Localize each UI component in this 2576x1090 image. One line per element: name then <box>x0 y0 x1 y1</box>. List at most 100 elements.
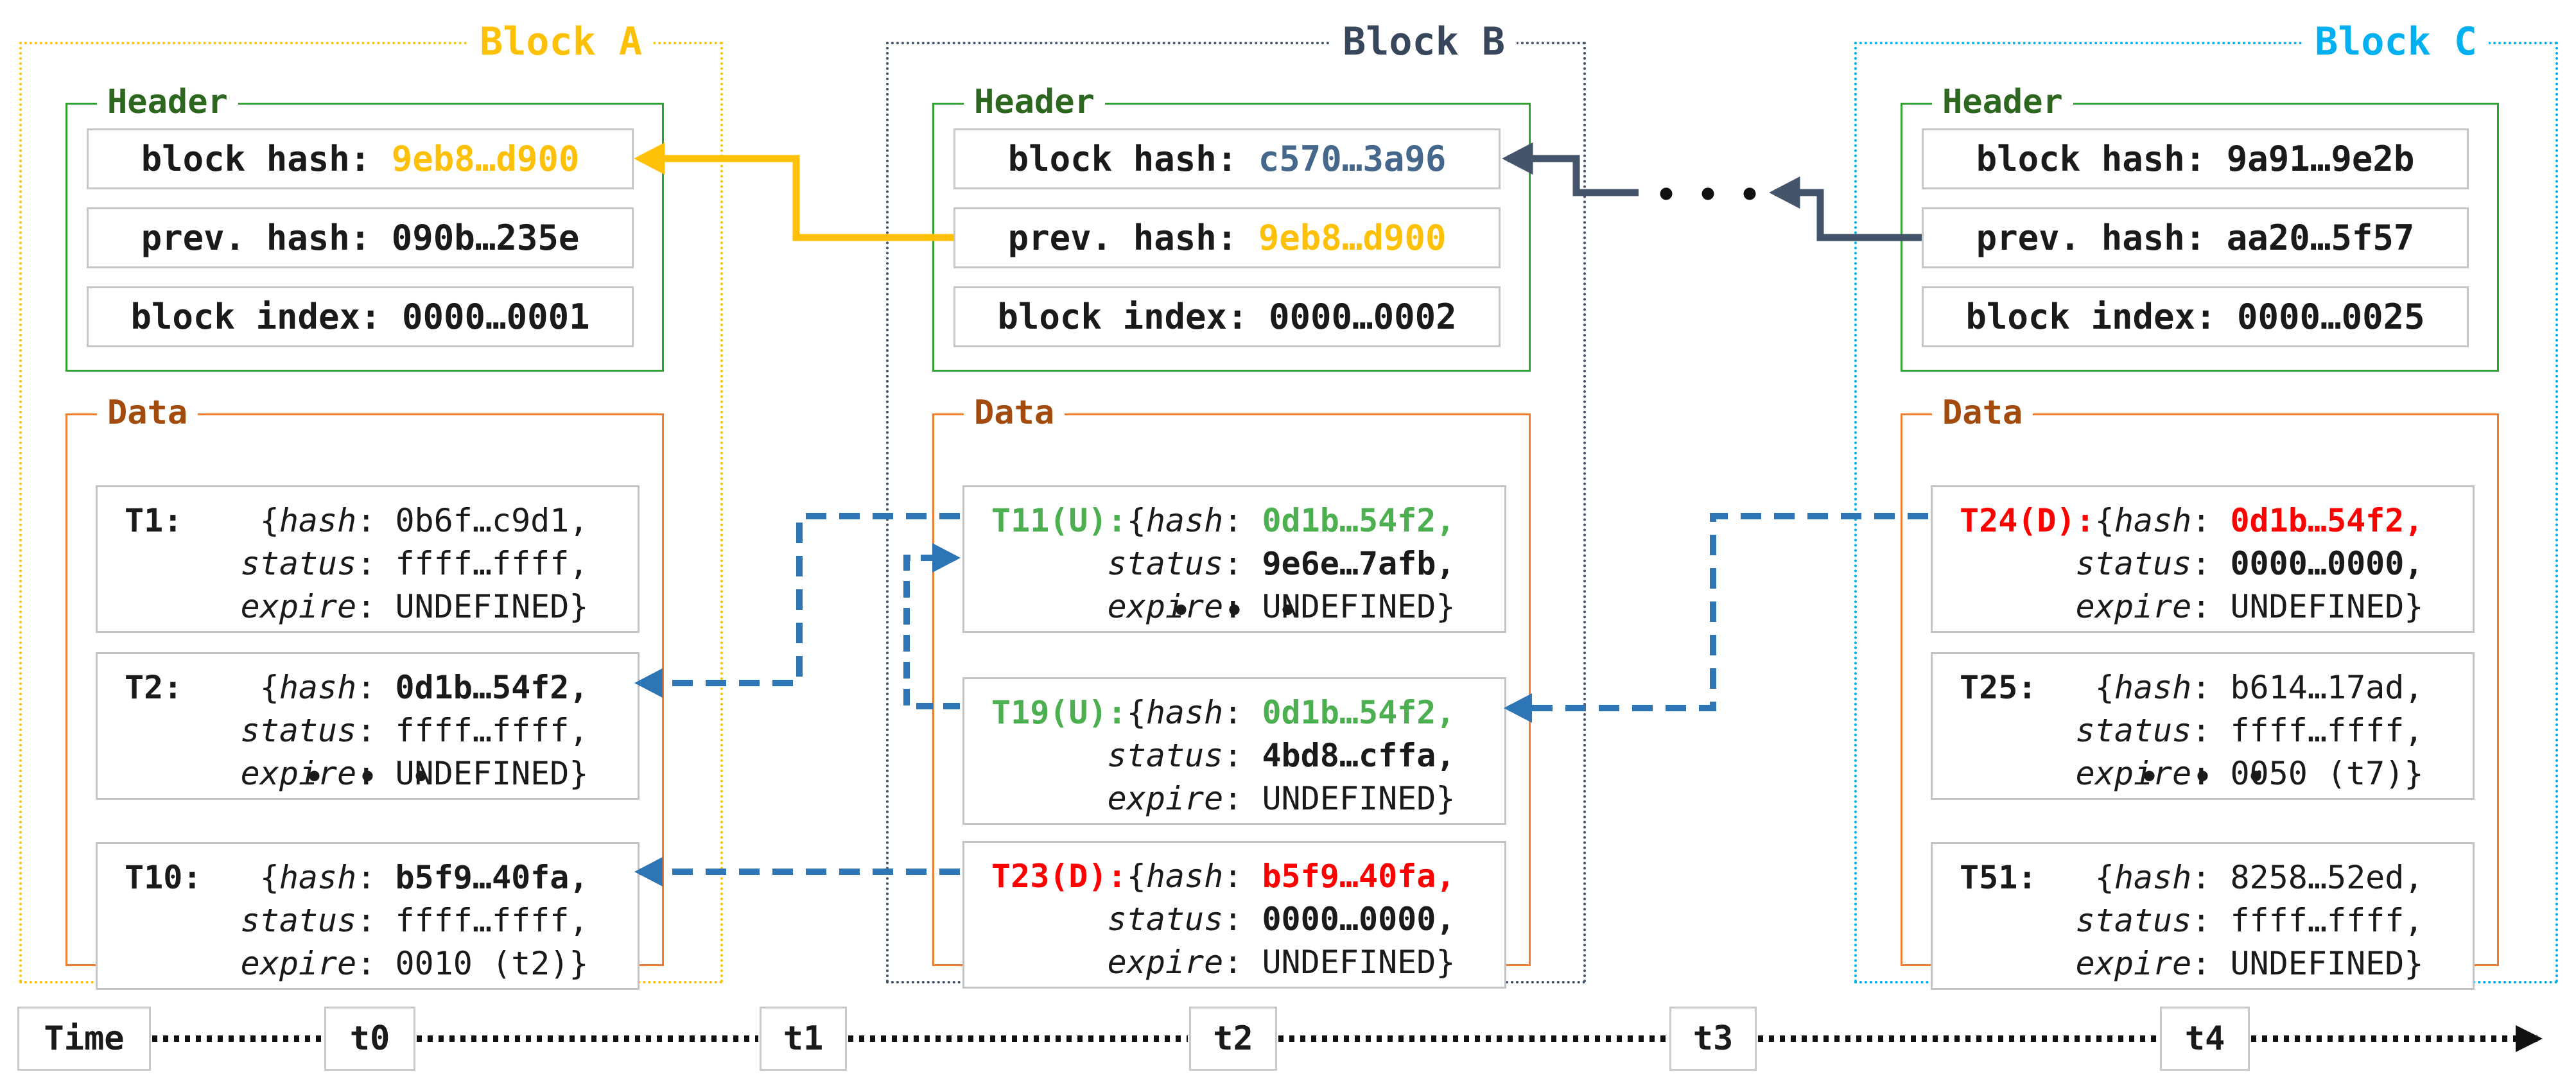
hash-key: hash <box>279 669 357 706</box>
status-key: status <box>240 902 357 939</box>
block-index-value: 0000…0025 <box>2237 297 2425 337</box>
block-a-data-section: Data T1:{hash: 0b6f…c9d1, status: ffff…f… <box>65 392 664 990</box>
block-hash-value: c570…3a96 <box>1258 139 1447 179</box>
status-key: status <box>2075 545 2192 582</box>
block-b-title: Block B <box>1331 19 1517 65</box>
brace: { <box>2094 669 2114 706</box>
field-block-hash: block hash: c570…3a96 <box>953 128 1501 189</box>
transaction-t25: T25:{hash: b614…17ad, status: ffff…ffff,… <box>1931 652 2475 800</box>
chain-ellipsis: • • • <box>1655 175 1761 215</box>
tx-status-value: ffff…ffff, <box>395 712 589 749</box>
status-key: status <box>240 545 357 582</box>
tx-expire-value: UNDEFINED} <box>395 755 589 792</box>
tx-status-value: 0000…0000, <box>2230 545 2424 582</box>
hash-key: hash <box>1145 858 1224 895</box>
field-block-hash: block hash: 9a91…9e2b <box>1922 128 2469 189</box>
field-label: prev. hash: <box>1007 218 1258 258</box>
brace: { <box>2094 502 2114 539</box>
status-key: status <box>1107 901 1224 938</box>
brace: { <box>2094 859 2114 896</box>
expire-key: expire <box>240 588 357 625</box>
transaction-t19: T19(U):{hash: 0d1b…54f2, status: 4bd8…cf… <box>962 677 1506 825</box>
field-label: block hash: <box>1007 139 1258 179</box>
field-block-index: block index: 0000…0001 <box>87 286 634 347</box>
timeline-tick-t0: t0 <box>324 1007 415 1071</box>
brace: { <box>1126 694 1146 731</box>
block-hash-value: 9eb8…d900 <box>391 139 580 179</box>
transaction-t24: T24(D):{hash: 0d1b…54f2, status: 0000…00… <box>1931 485 2475 633</box>
status-key: status <box>1107 545 1224 582</box>
field-label: block index: <box>130 297 403 337</box>
block-index-value: 0000…0001 <box>402 297 590 337</box>
tx-label: T2: <box>125 669 183 706</box>
field-prev-hash: prev. hash: 090b…235e <box>87 207 634 268</box>
tx-label: T11(U): <box>991 502 1127 539</box>
tx-hash-value: 0b6f…c9d1, <box>395 502 589 539</box>
tx-hash-value: 0d1b…54f2, <box>395 669 589 706</box>
tx-label: T51: <box>1960 859 2037 896</box>
tx-expire-value: 0010 (t2)} <box>395 945 589 982</box>
field-label: block index: <box>997 297 1269 337</box>
hash-key: hash <box>279 502 357 539</box>
field-block-index: block index: 0000…0002 <box>953 286 1501 347</box>
hash-key: hash <box>2114 669 2192 706</box>
transaction-t23: T23(D):{hash: b5f9…40fa, status: 0000…00… <box>962 841 1506 989</box>
prev-hash-value: 090b…235e <box>391 218 580 258</box>
brace: { <box>259 859 279 896</box>
tx-status-value: ffff…ffff, <box>395 545 589 582</box>
tx-status-value: ffff…ffff, <box>2230 902 2424 939</box>
timeline-tick-t2: t2 <box>1189 1007 1277 1071</box>
tx-expire-value: UNDEFINED} <box>2230 945 2424 982</box>
hash-key: hash <box>2114 502 2192 539</box>
tx-expire-value: 0050 (t7)} <box>2230 755 2424 792</box>
block-a: Block A Header block hash: 9eb8…d900 pre… <box>19 19 723 990</box>
timeline-tick-t4: t4 <box>2160 1007 2250 1071</box>
tx-label: T23(D): <box>991 858 1127 895</box>
expire-key: expire <box>240 755 357 792</box>
transaction-t11: T11(U):{hash: 0d1b…54f2, status: 9e6e…7a… <box>962 485 1506 633</box>
tx-status-value: ffff…ffff, <box>2230 712 2424 749</box>
tx-label: T1: <box>125 502 183 539</box>
expire-key: expire <box>1107 944 1224 981</box>
status-key: status <box>240 712 357 749</box>
tx-expire-value: UNDEFINED} <box>1262 588 1456 625</box>
tx-expire-value: UNDEFINED} <box>1262 780 1456 817</box>
field-label: prev. hash: <box>141 218 392 258</box>
ellipsis-dots: • • • <box>2140 759 2265 794</box>
tx-label: T10: <box>125 859 202 896</box>
block-c-title: Block C <box>2303 19 2489 65</box>
block-c: Block C Header block hash: 9a91…9e2b pre… <box>1854 19 2558 990</box>
header-section-label: Header <box>964 82 1105 123</box>
status-key: status <box>2075 712 2192 749</box>
tx-hash-value: 8258…52ed, <box>2230 859 2424 896</box>
ellipsis-dots: • • • <box>305 759 430 794</box>
transaction-t51: T51:{hash: 8258…52ed, status: ffff…ffff,… <box>1931 842 2475 990</box>
field-block-index: block index: 0000…0025 <box>1922 286 2469 347</box>
expire-key: expire <box>240 945 357 982</box>
tx-status-value: 4bd8…cffa, <box>1262 737 1456 774</box>
brace: { <box>1126 858 1146 895</box>
tx-hash-value: 0d1b…54f2, <box>1262 502 1456 539</box>
prev-hash-value: aa20…5f57 <box>2226 218 2415 258</box>
field-label: block hash: <box>141 139 392 179</box>
status-key: status <box>2075 902 2192 939</box>
field-label: block index: <box>1965 297 2238 337</box>
brace: { <box>259 502 279 539</box>
block-b-data-section: Data T11(U):{hash: 0d1b…54f2, status: 9e… <box>932 392 1531 989</box>
prev-hash-value: 9eb8…d900 <box>1258 218 1447 258</box>
field-block-hash: block hash: 9eb8…d900 <box>87 128 634 189</box>
expire-key: expire <box>1107 780 1224 817</box>
timeline-tick-t1: t1 <box>760 1007 847 1071</box>
tx-label: T19(U): <box>991 694 1127 731</box>
data-section-label: Data <box>1932 392 2033 433</box>
transaction-t10: T10:{hash: b5f9…40fa, status: ffff…ffff,… <box>96 842 640 990</box>
transaction-t1: T1:{hash: 0b6f…c9d1, status: ffff…ffff, … <box>96 485 640 633</box>
field-label: block hash: <box>1976 139 2227 179</box>
status-key: status <box>1107 737 1224 774</box>
expire-key: expire <box>2075 588 2192 625</box>
tx-hash-value: b614…17ad, <box>2230 669 2424 706</box>
block-index-value: 0000…0002 <box>1269 297 1457 337</box>
tx-expire-value: UNDEFINED} <box>395 588 589 625</box>
block-b: Block B Header block hash: c570…3a96 pre… <box>886 19 1586 989</box>
field-prev-hash: prev. hash: aa20…5f57 <box>1922 207 2469 268</box>
